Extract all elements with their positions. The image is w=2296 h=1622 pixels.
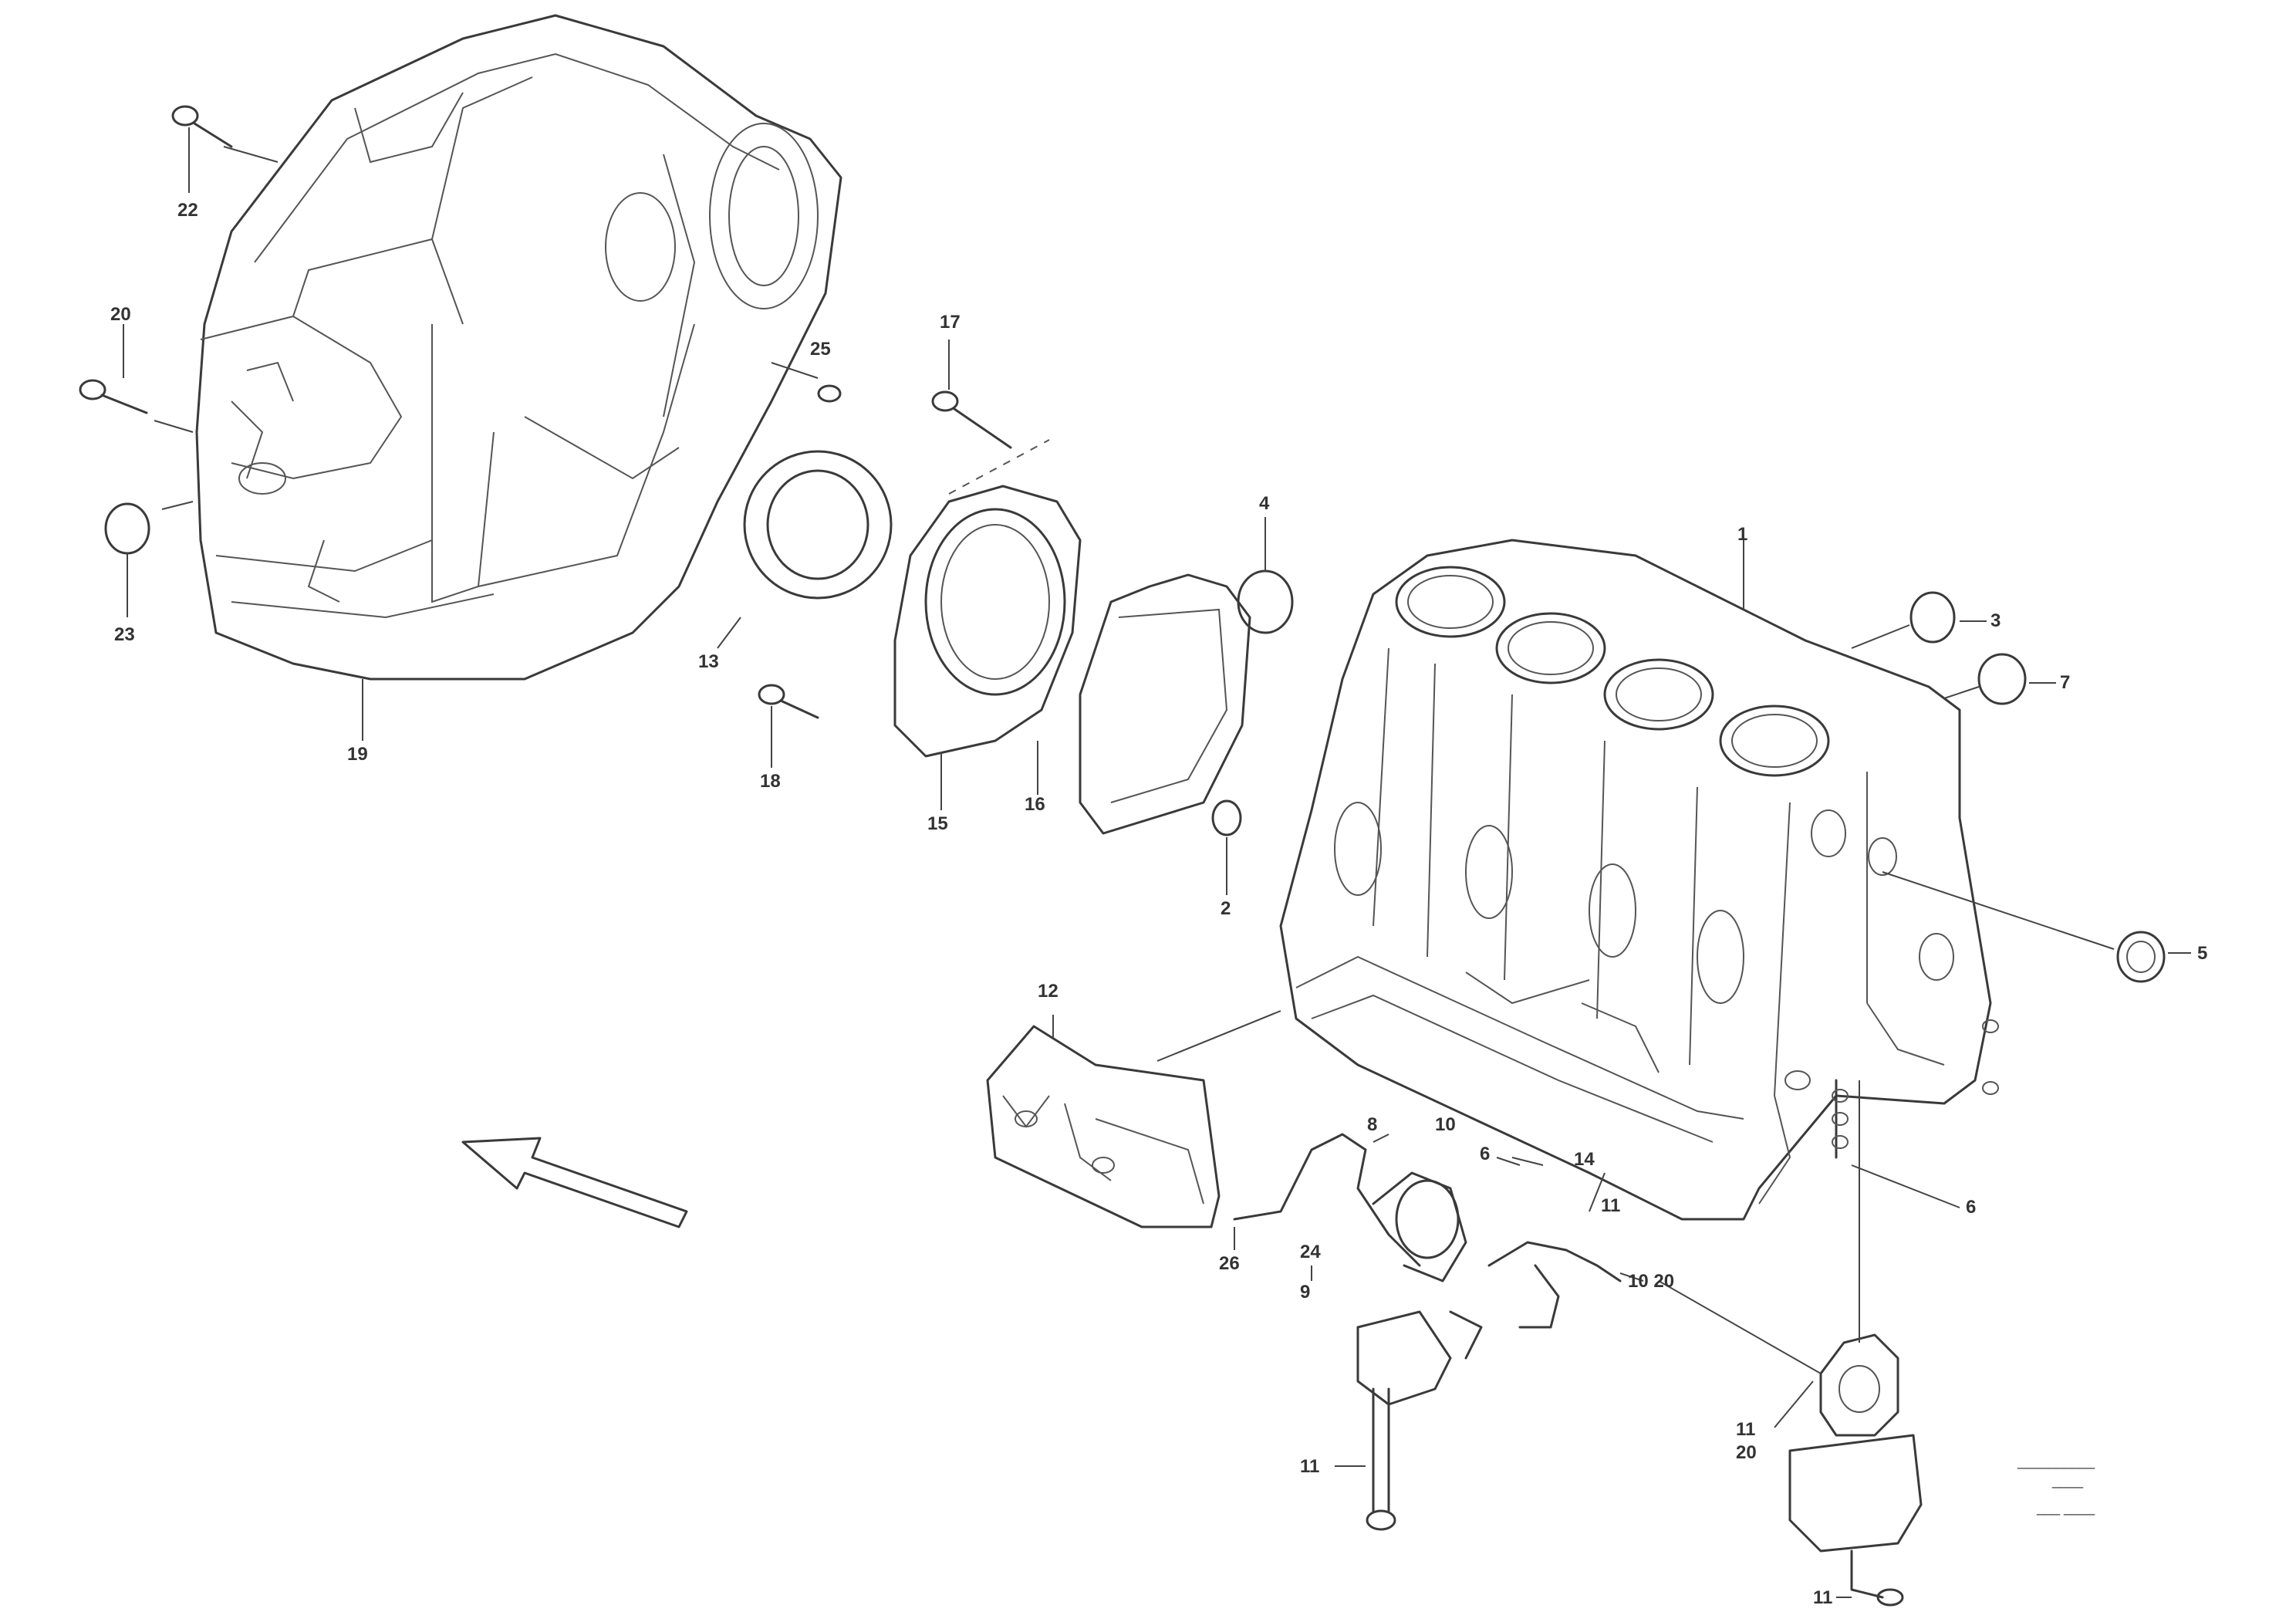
bolt-top-left xyxy=(171,105,233,193)
callout-26: 26 xyxy=(1219,1253,1240,1274)
callout-11-right: 11 xyxy=(1736,1419,1755,1440)
callout-22: 22 xyxy=(177,200,198,221)
callout-14: 14 xyxy=(1574,1149,1595,1170)
callout-13: 13 xyxy=(698,651,719,672)
dowel-center xyxy=(1211,799,1242,895)
engine-block xyxy=(1279,539,1999,1221)
callout-11: 11 xyxy=(1601,1195,1620,1216)
callout-11-bottom: 11 xyxy=(1813,1587,1832,1608)
caption-line-2: ____ xyxy=(2051,1473,2084,1489)
housing-leaders xyxy=(154,146,819,741)
callout-17: 17 xyxy=(940,312,961,333)
callout-19: 19 xyxy=(347,744,368,765)
bearing-cap-right xyxy=(1658,1080,1923,1607)
callout-18: 18 xyxy=(760,771,781,792)
callout-12: 12 xyxy=(1038,981,1059,1002)
bearing-cap-lower xyxy=(1335,1310,1452,1531)
callout-20: 20 xyxy=(110,304,131,325)
flywheel-housing xyxy=(195,14,842,681)
bolt-left-mid xyxy=(79,324,148,414)
bolt-top-center xyxy=(931,340,1050,495)
front-direction-arrow xyxy=(461,1137,688,1228)
callout-16: 16 xyxy=(1025,794,1045,815)
seal-ring xyxy=(717,450,893,649)
callout-20-right: 20 xyxy=(1736,1442,1757,1463)
callout-10-20: 10 20 xyxy=(1628,1271,1674,1292)
callout-9: 9 xyxy=(1300,1282,1310,1303)
callout-6: 6 xyxy=(1480,1144,1490,1164)
bolt-seal xyxy=(758,684,819,768)
callout-8: 8 xyxy=(1367,1114,1377,1135)
bolt-housing-right xyxy=(817,384,842,403)
callout-6-side: 6 xyxy=(1966,1197,1976,1218)
plug-right-c xyxy=(1882,871,2191,983)
callout-7: 7 xyxy=(2060,672,2070,693)
cover-plate xyxy=(893,485,1082,810)
bracket-left xyxy=(986,1010,1281,1228)
callout-23: 23 xyxy=(114,624,135,645)
caption-line-1: __________ xyxy=(2017,1454,2095,1470)
callout-4: 4 xyxy=(1259,493,1270,514)
callout-25: 25 xyxy=(810,339,831,360)
callout-5: 5 xyxy=(2197,943,2207,964)
plug-right-b xyxy=(1943,653,2056,705)
lower-pipes xyxy=(1233,1133,1644,1360)
callout-15: 15 xyxy=(927,813,948,834)
gasket xyxy=(1037,573,1251,835)
callout-24: 24 xyxy=(1300,1242,1321,1262)
callout-2: 2 xyxy=(1221,898,1231,919)
callout-labels: 19 22 20 23 25 13 18 15 17 16 4 2 1 3 7 … xyxy=(110,200,2207,1608)
callout-10: 10 xyxy=(1435,1114,1456,1135)
caption-line-3: ___ ____ xyxy=(2036,1500,2095,1516)
callout-11-lower: 11 xyxy=(1300,1456,1319,1477)
side-bolts xyxy=(1832,1079,1960,1208)
drawing-caption: __________ ____ ___ ____ xyxy=(2017,1454,2095,1516)
plug-center xyxy=(1237,517,1294,634)
plug-right-a xyxy=(1851,591,1987,649)
plug-left xyxy=(104,502,150,617)
callout-3: 3 xyxy=(1990,610,2001,631)
callout-1: 1 xyxy=(1737,524,1747,545)
